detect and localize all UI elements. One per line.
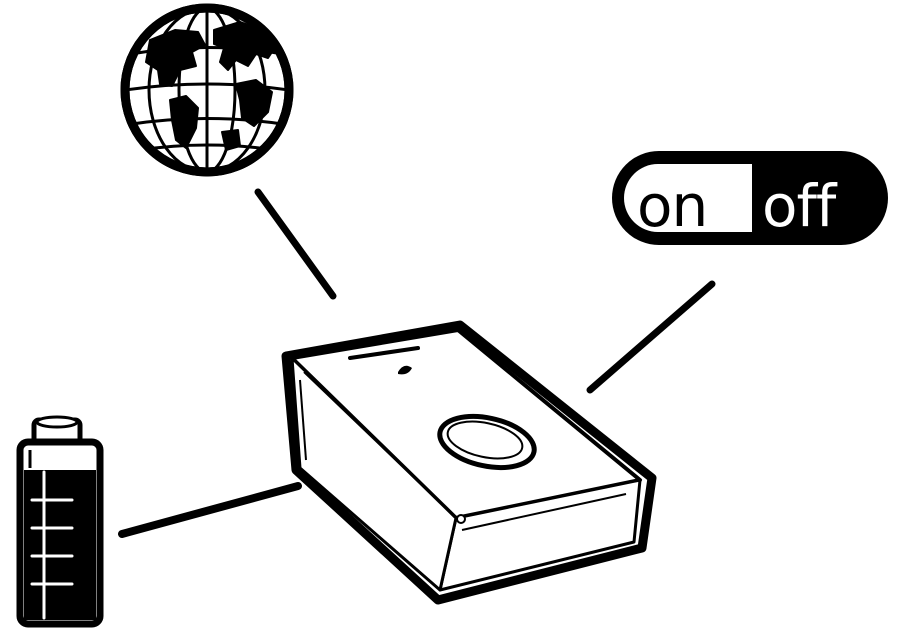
battery-icon	[16, 415, 104, 628]
toggle-off-label: off	[762, 172, 838, 240]
globe-icon	[120, 3, 294, 177]
globe-connection-line	[254, 188, 337, 300]
device-round-button[interactable]	[435, 409, 539, 476]
toggle-connection-line	[586, 280, 716, 394]
device-slot	[348, 346, 420, 360]
on-off-toggle-icon: on off	[612, 151, 888, 245]
battery-connection-line	[118, 482, 302, 538]
device-led-icon	[398, 365, 412, 375]
toggle-on-label: on	[637, 172, 707, 240]
device-box	[281, 320, 657, 605]
